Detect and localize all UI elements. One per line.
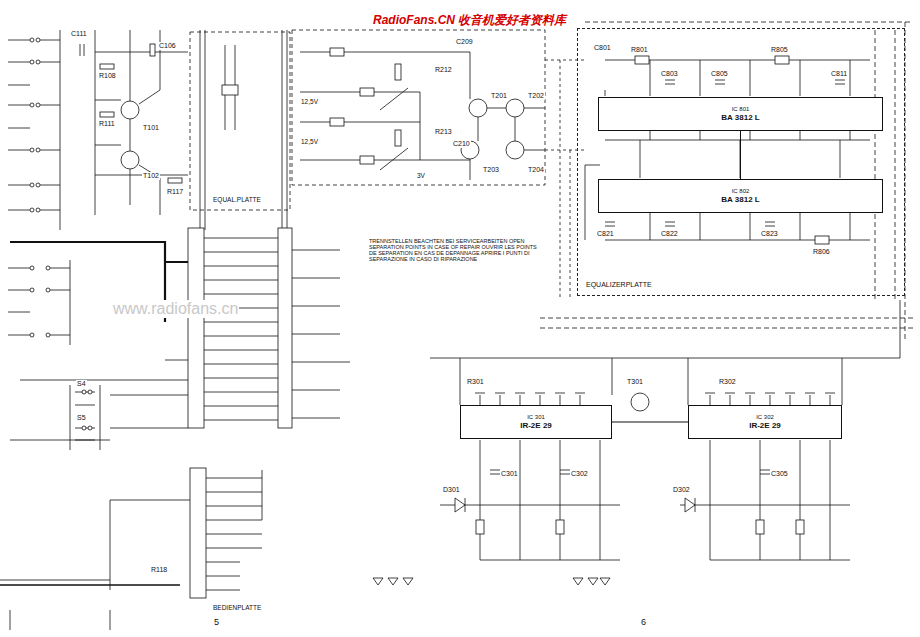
component-ref: R213 [434, 128, 453, 136]
component-ref: R212 [434, 66, 453, 74]
component-ref: R118 [150, 566, 168, 574]
page-number: 6 [640, 618, 647, 628]
component-ref: C106 [158, 42, 177, 50]
component-ref: C823 [760, 230, 779, 238]
ic-box: IC 302IR-2E 29 [688, 405, 842, 439]
ic-box: IC 801BA 3812 L [598, 97, 883, 131]
component-ref: C822 [660, 230, 679, 238]
component-ref: T202 [527, 92, 545, 100]
component-ref: C821 [596, 230, 615, 238]
component-ref: D302 [672, 486, 691, 494]
component-ref: C209 [455, 38, 474, 46]
component-ref: C803 [660, 70, 679, 78]
component-ref: R302 [718, 378, 737, 386]
ic-box: IC 802BA 3812 L [598, 179, 883, 213]
part-number: IC 801 [732, 106, 750, 113]
ic-type: IR-2E 29 [520, 421, 552, 430]
part-number: IC 302 [756, 414, 774, 421]
component-ref: 3V [416, 172, 426, 179]
component-ref: R801 [630, 46, 649, 54]
component-ref: T204 [527, 166, 545, 174]
board-region: EQUALIZERPLATTEIC 801BA 3812 LIC 802BA 3… [577, 28, 905, 296]
watermark: www.radiofans.cn [112, 300, 239, 318]
part-number: IC 301 [527, 414, 545, 421]
component-ref: C801 [593, 44, 612, 52]
part-number: EQUALIZERPLATTE [586, 281, 652, 289]
component-ref: C305 [770, 470, 789, 478]
component-ref: C811 [830, 70, 848, 78]
component-ref: C210 [452, 140, 471, 148]
ic-box: IC 301IR-2E 29 [460, 405, 612, 439]
component-ref: 12,5V [300, 138, 319, 145]
board-name: BEDIENPLATTE [212, 604, 262, 611]
service-note: TRENNSTELLEN BEACHTEN BEI SERVICEARBEITE… [368, 238, 545, 262]
component-ref: T203 [482, 166, 500, 174]
board-name: S4 [76, 380, 87, 388]
part-number: IC 802 [732, 188, 750, 195]
component-ref: C805 [710, 70, 729, 78]
component-ref: T101 [142, 124, 160, 132]
component-ref: D301 [442, 486, 461, 494]
ic-type: BA 3812 L [721, 195, 759, 204]
ic-type: BA 3812 L [721, 113, 759, 122]
signal-wire [740, 131, 741, 179]
component-ref: R805 [770, 46, 789, 54]
component-ref: C111 [70, 30, 88, 38]
component-ref: R117 [166, 188, 184, 196]
board-name: EQUAL.PLATTE [212, 196, 262, 203]
component-ref: R108 [98, 72, 117, 80]
board-name: S5 [76, 414, 87, 422]
signal-wire [612, 422, 688, 423]
component-ref: T201 [490, 92, 508, 100]
component-ref: C302 [570, 470, 589, 478]
component-ref: 12,5V [300, 98, 319, 105]
component-ref: R806 [812, 248, 831, 256]
ic-type: IR-2E 29 [749, 421, 781, 430]
page-number: 5 [213, 618, 220, 628]
component-ref: T102 [142, 172, 160, 180]
component-ref: R301 [466, 378, 485, 386]
component-ref: R111 [98, 120, 116, 128]
component-ref: C301 [500, 470, 519, 478]
watermark: RadioFans.CN 收音机爱好者资料库 [372, 14, 567, 27]
component-ref: T301 [626, 378, 644, 386]
